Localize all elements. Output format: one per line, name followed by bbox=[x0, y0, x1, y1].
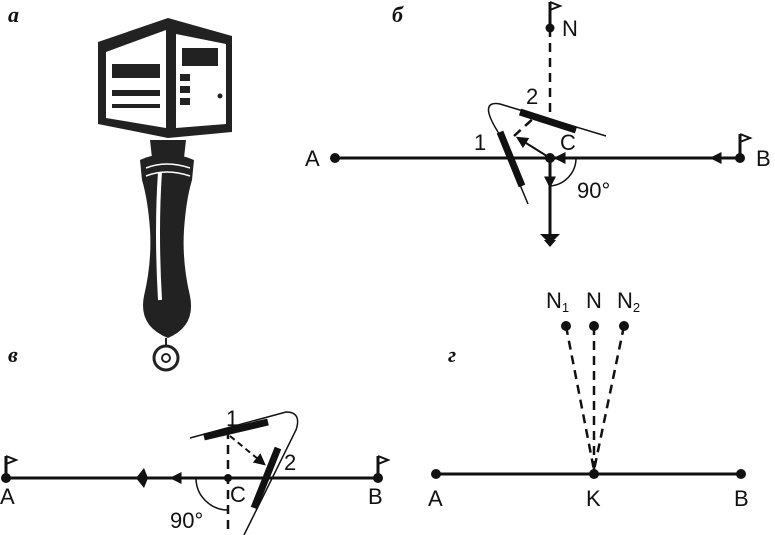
label-n-b: N bbox=[562, 16, 578, 41]
ray-to-mirror-1 bbox=[515, 136, 551, 159]
panel-g-label: г bbox=[448, 342, 456, 367]
angle-arc-v bbox=[195, 477, 229, 511]
panel-a: а bbox=[8, 2, 232, 372]
plumb-ring bbox=[152, 344, 180, 372]
panel-g: г A B K N1 N N2 bbox=[428, 288, 749, 511]
flag-b-v bbox=[377, 455, 391, 465]
label-mirror-1-v: 1 bbox=[226, 406, 238, 431]
ray-mirror-1-to-2 bbox=[229, 435, 266, 466]
label-k-g: K bbox=[586, 486, 601, 511]
ecker-instrument bbox=[98, 18, 232, 372]
panel-v-label: в bbox=[8, 342, 18, 367]
point-b-g bbox=[736, 469, 746, 479]
instrument-neck bbox=[150, 140, 186, 158]
dashed-n2-k bbox=[592, 325, 626, 471]
mirror-1-b bbox=[496, 130, 526, 188]
prism-outline-b bbox=[487, 102, 607, 137]
instrument-button-3 bbox=[180, 98, 190, 105]
label-n2-sub: 2 bbox=[633, 300, 640, 315]
panel-b-label: б bbox=[392, 2, 404, 27]
label-c-v: C bbox=[230, 482, 246, 507]
prism-outline-v bbox=[189, 411, 299, 535]
panel-v: в A B C 1 2 90° bbox=[0, 342, 391, 535]
label-n1-g: N1 bbox=[546, 288, 569, 315]
flag-n bbox=[549, 1, 563, 11]
label-b-b: B bbox=[756, 146, 771, 171]
angle-arc-b bbox=[549, 157, 577, 187]
observer-eye-v bbox=[136, 468, 148, 488]
label-n1-sub: 1 bbox=[562, 300, 569, 315]
label-b-v: B bbox=[368, 484, 383, 509]
label-mirror-2-v: 2 bbox=[284, 450, 296, 475]
instrument-slot-3 bbox=[112, 104, 160, 108]
plumb-ring-inner bbox=[161, 353, 171, 363]
point-a bbox=[330, 153, 340, 163]
panel-b: б A B C N bbox=[305, 1, 771, 247]
instrument-slot-2 bbox=[112, 90, 160, 96]
instrument-handle bbox=[140, 154, 194, 338]
mirror-1-v bbox=[203, 418, 269, 441]
mirror-2-b bbox=[518, 108, 578, 134]
flag-a-v bbox=[5, 455, 19, 465]
point-c-v bbox=[224, 474, 232, 482]
label-c-b: C bbox=[560, 130, 576, 155]
instrument-left-window bbox=[106, 30, 166, 128]
point-k-g bbox=[589, 469, 599, 479]
label-mirror-2-b: 2 bbox=[526, 84, 538, 109]
label-angle-b: 90° bbox=[577, 178, 610, 203]
instrument-slot-1 bbox=[112, 64, 160, 78]
label-n2-main: N bbox=[617, 288, 633, 313]
panel-a-label: а bbox=[8, 2, 19, 27]
dashed-n1-k bbox=[564, 325, 596, 471]
handle-ring-2 bbox=[145, 171, 191, 177]
instrument-screw bbox=[217, 93, 223, 99]
label-a-g: A bbox=[428, 486, 443, 511]
flag-b bbox=[739, 133, 753, 143]
instrument-button-2 bbox=[180, 86, 190, 93]
label-b-g: B bbox=[734, 486, 749, 511]
label-n-g: N bbox=[586, 288, 602, 313]
label-a-b: A bbox=[305, 146, 320, 171]
label-mirror-1-b: 1 bbox=[474, 130, 486, 155]
label-angle-v: 90° bbox=[170, 508, 203, 533]
observer-eye-b bbox=[540, 234, 560, 247]
label-a-v: A bbox=[0, 484, 15, 509]
label-n2-g: N2 bbox=[617, 288, 640, 315]
label-n1-main: N bbox=[546, 288, 562, 313]
instrument-grille bbox=[182, 48, 218, 66]
ray-to-mirror-2 bbox=[513, 115, 537, 137]
handle-ring-1 bbox=[145, 163, 191, 169]
handle-highlight bbox=[156, 171, 162, 301]
point-a-g bbox=[431, 469, 441, 479]
instrument-button-1 bbox=[180, 74, 190, 81]
mirror-2-v bbox=[250, 446, 282, 510]
